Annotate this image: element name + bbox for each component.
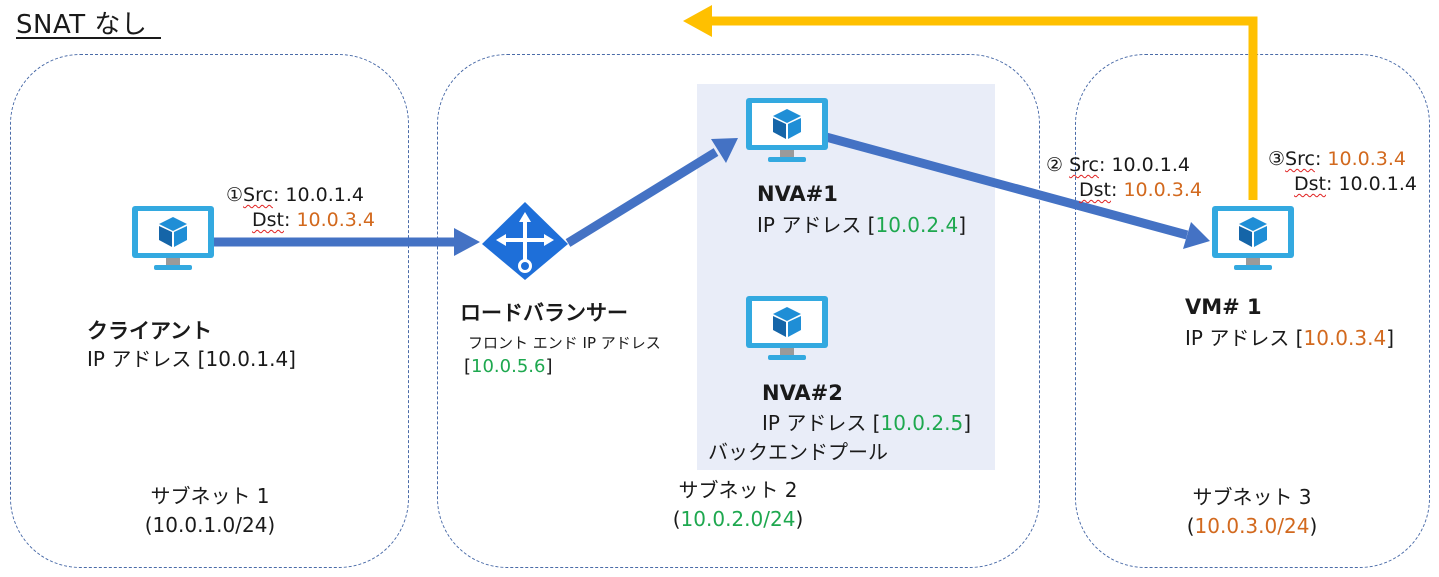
lb-ip-close: ] <box>545 356 553 377</box>
packet-3-src-label: Src <box>1285 148 1315 170</box>
nva2-ip-prefix: IP アドレス [ <box>762 411 881 435</box>
subnet-2-cidr-open: ( <box>672 507 681 531</box>
subnet-2-boundary <box>437 54 1040 568</box>
nva1-ip-prefix: IP アドレス [ <box>757 213 876 237</box>
subnet-3-cidr: 10.0.3.0/24 <box>1194 514 1310 538</box>
nva2-ip-close: ] <box>963 411 971 435</box>
arrow-nva1-to-vm1 <box>824 132 1189 240</box>
packet-2-src-label: Src <box>1069 154 1099 176</box>
vm-monitor-icon <box>132 206 214 270</box>
vm-monitor-icon <box>1212 206 1294 270</box>
packet-3-dst-label: Dst <box>1294 173 1326 195</box>
packet-3-step: ③ <box>1268 148 1286 170</box>
subnet-2-cidr-close: ) <box>795 507 804 531</box>
packet-1-dst-label: Dst <box>252 209 284 231</box>
arrow-client-to-lb-head <box>454 228 480 256</box>
packet-2-dst: 10.0.3.4 <box>1123 179 1202 201</box>
arrow-nva1-to-vm1-head <box>1183 222 1210 249</box>
packet-1-src: 10.0.1.4 <box>285 184 364 206</box>
packet-2-src: 10.0.1.4 <box>1111 154 1191 176</box>
vm1-name: VM# 1 <box>1185 295 1262 319</box>
subnet-2-cidr: 10.0.2.0/24 <box>680 507 796 531</box>
client-name: クライアント <box>87 319 213 343</box>
arrow-lb-to-nva1-head <box>711 138 738 163</box>
nva1-ip-value: 10.0.2.4 <box>875 213 959 237</box>
vm-monitor-icon <box>746 98 828 162</box>
title-underline <box>16 37 161 39</box>
subnet-1-cidr: (10.0.1.0/24) <box>144 513 276 537</box>
nva1-ip-close: ] <box>958 213 966 237</box>
subnet-2-cidr-line: (10.0.2.0/24) <box>638 507 838 531</box>
nva2-name: NVA#2 <box>762 381 843 405</box>
arrow-lb-to-nva1 <box>565 148 719 247</box>
lb-name: ロードバランサー <box>460 301 628 325</box>
subnet-1-label: サブネット 1 (10.0.1.0/24) <box>110 480 310 537</box>
nva1-name: NVA#1 <box>757 182 838 206</box>
nva2-ip-value: 10.0.2.5 <box>880 411 964 435</box>
subnet-3-name: サブネット 3 <box>1192 485 1312 509</box>
vm1-ip-value: 10.0.3.4 <box>1303 326 1387 350</box>
arrow-return-path <box>708 16 1258 200</box>
subnet-2-label: サブネット 2 (10.0.2.0/24) <box>638 474 838 531</box>
packet-2-step: ② <box>1046 154 1064 176</box>
subnet-1-name: サブネット 1 <box>150 484 270 508</box>
lb-ip-open: [ <box>464 356 472 377</box>
vm1-ip: IP アドレス [10.0.3.4] <box>1185 322 1394 351</box>
diagram-title: SNAT なし <box>16 10 148 40</box>
arrow-return-head <box>683 5 712 37</box>
subnet-3-cidr-open: ( <box>1186 514 1195 538</box>
packet-2-label: ② Src: 10.0.1.4 Dst: 10.0.3.4 <box>1046 154 1202 201</box>
packet-1-label: ①Src: 10.0.1.4 Dst: 10.0.3.4 <box>226 184 375 231</box>
packet-2-dst-label: Dst <box>1079 179 1111 201</box>
packet-1-dst: 10.0.3.4 <box>296 209 375 231</box>
backend-pool-label: バックエンドプール <box>708 440 888 464</box>
packet-3-dst: 10.0.1.4 <box>1338 173 1417 195</box>
load-balancer-icon <box>482 202 568 280</box>
subnet-3-cidr-close: ) <box>1309 514 1318 538</box>
lb-frontend-label: フロント エンド IP アドレス <box>468 334 661 352</box>
lb-ip-value: 10.0.5.6 <box>471 356 546 377</box>
subnet-2-name: サブネット 2 <box>678 478 798 502</box>
vm1-ip-prefix: IP アドレス [ <box>1185 326 1304 350</box>
vm1-ip-close: ] <box>1386 326 1394 350</box>
packet-3-label: ③Src: 10.0.3.4 Dst: 10.0.1.4 <box>1268 148 1417 195</box>
subnet-3-cidr-line: (10.0.3.0/24) <box>1152 514 1352 538</box>
packet-1-step: ① <box>226 184 244 206</box>
nva2-ip: IP アドレス [10.0.2.5] <box>762 407 971 436</box>
client-ip: IP アドレス [10.0.1.4] <box>87 347 296 371</box>
nva1-ip: IP アドレス [10.0.2.4] <box>757 209 966 238</box>
packet-3-src: 10.0.3.4 <box>1327 148 1406 170</box>
vm-monitor-icon <box>746 296 828 360</box>
packet-1-src-label: Src <box>243 184 273 206</box>
lb-frontend-ip: [10.0.5.6] <box>464 356 553 377</box>
subnet-1-boundary <box>10 54 409 568</box>
subnet-3-label: サブネット 3 (10.0.3.0/24) <box>1152 481 1352 538</box>
